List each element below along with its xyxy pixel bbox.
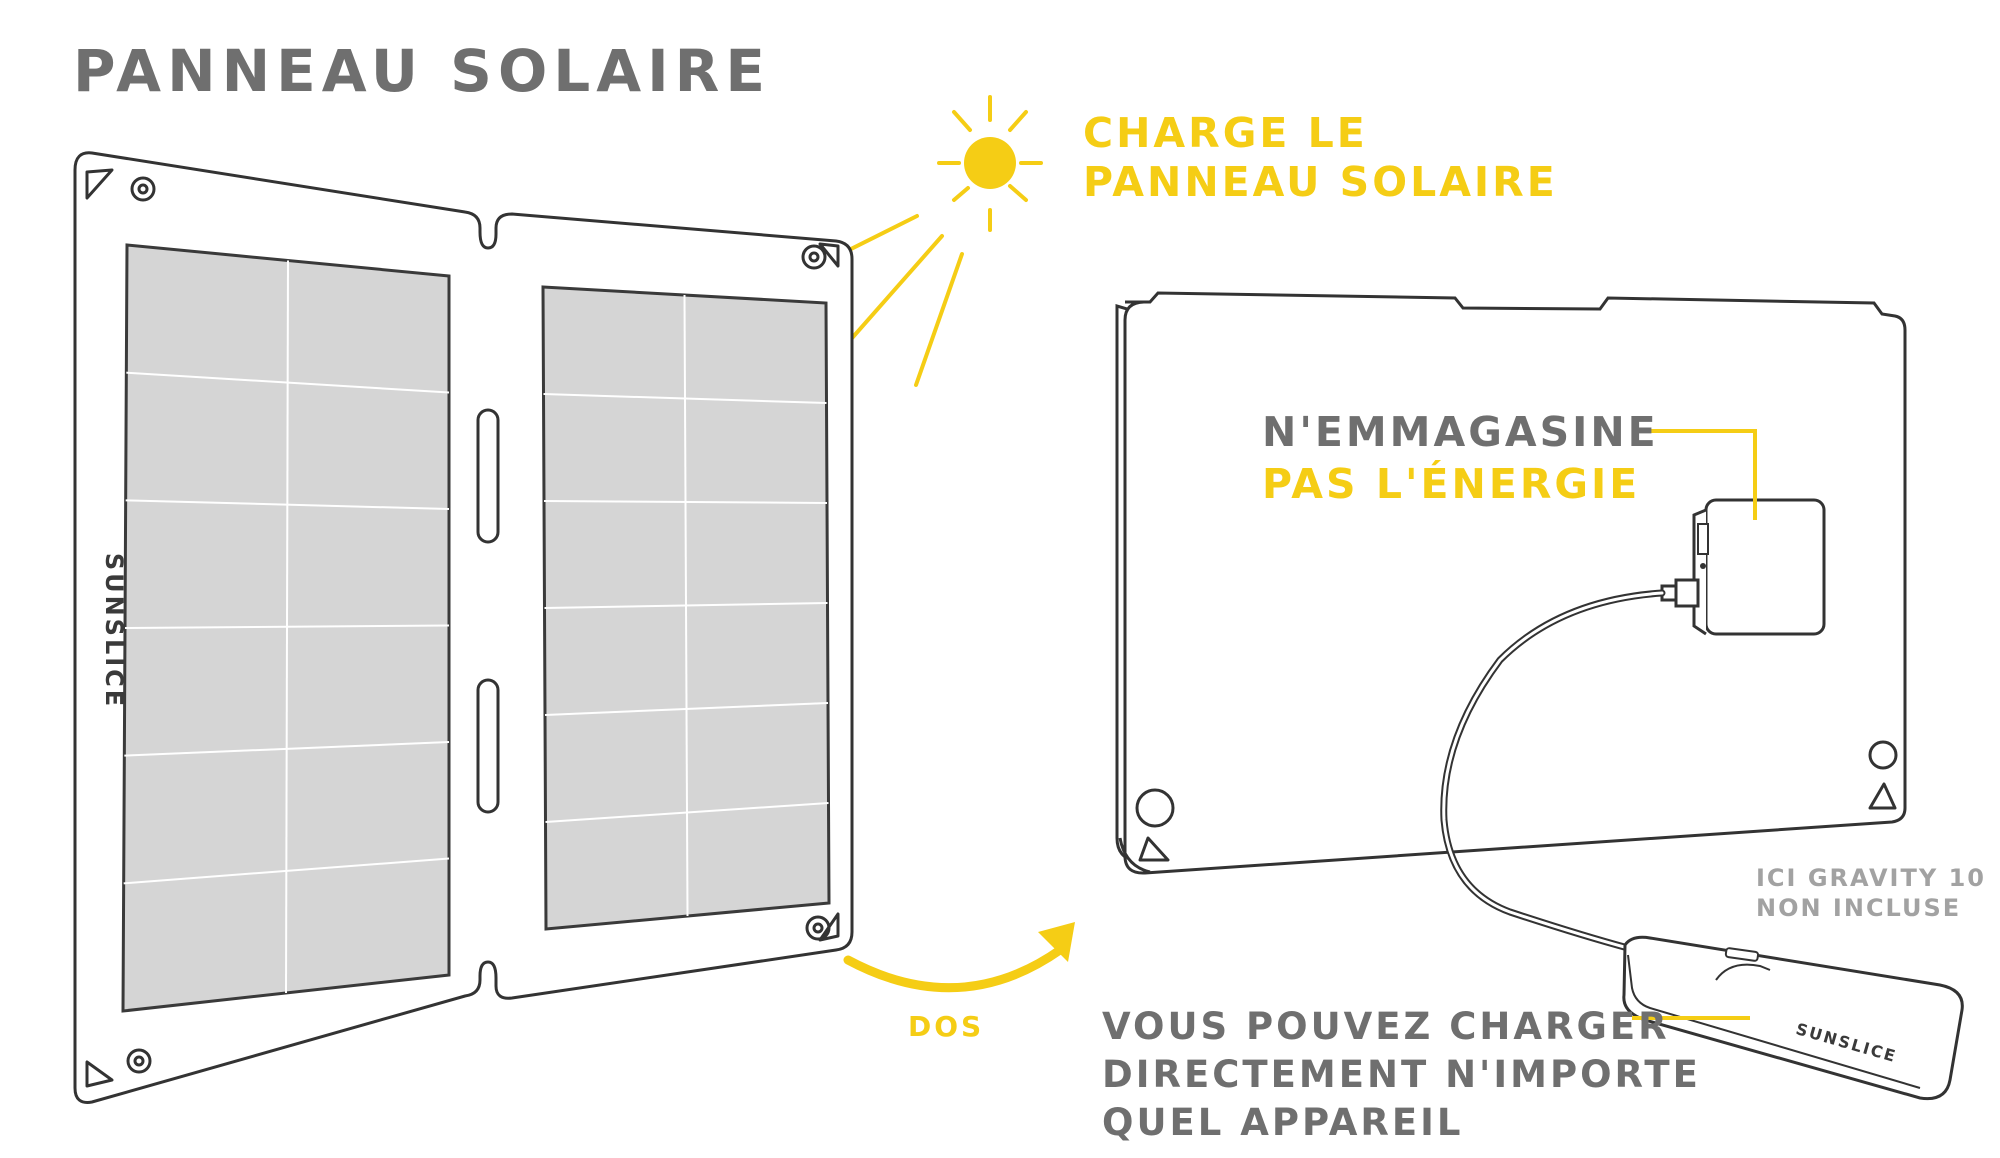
solar-panel-back bbox=[1115, 291, 1907, 952]
store-callout-line bbox=[1632, 429, 1757, 520]
back-label: DOS bbox=[908, 1010, 985, 1043]
panel-brand-logo: SUNSLICE bbox=[100, 553, 128, 709]
svg-text:SUNSLICE: SUNSLICE bbox=[100, 553, 128, 709]
grommet-icon bbox=[126, 176, 831, 1074]
panel-back-outline bbox=[1123, 291, 1907, 875]
store-label-line2: PAS L'ÉNERGIE bbox=[1262, 460, 1641, 508]
charge-label-line3: QUEL APPAREIL bbox=[1102, 1101, 1464, 1144]
handle-slot-bottom bbox=[476, 678, 500, 814]
solar-panel-front: SUNSLICE bbox=[73, 151, 854, 1104]
cell-column-divider bbox=[285, 260, 289, 994]
handle-slot-top bbox=[476, 408, 500, 544]
page-title: PANNEAU SOLAIRE bbox=[73, 37, 771, 105]
corner-notch-icon bbox=[85, 168, 840, 1088]
back-arrow bbox=[843, 922, 1075, 993]
charge-label-line1: VOUS POUVEZ CHARGER bbox=[1102, 1005, 1670, 1048]
gravity-label-line2: NON INCLUSE bbox=[1756, 894, 1962, 922]
corner-notch-icon bbox=[1138, 782, 1897, 862]
cells-left bbox=[121, 243, 451, 1013]
junction-box bbox=[1692, 498, 1826, 636]
sun-label-line1: CHARGE LE bbox=[1083, 109, 1368, 157]
power-bank: SUNSLICE bbox=[1622, 935, 1964, 1101]
cells-right bbox=[541, 285, 831, 931]
charge-label-line2: DIRECTEMENT N'IMPORTE bbox=[1102, 1053, 1701, 1096]
sun-label-line2: PANNEAU SOLAIRE bbox=[1083, 158, 1558, 206]
gravity-label-line1: ICI GRAVITY 10 bbox=[1756, 864, 1986, 892]
usb-port-icon bbox=[1697, 523, 1709, 555]
store-label-line1: N'EMMAGASINE bbox=[1262, 408, 1659, 456]
cell-column-divider bbox=[683, 294, 689, 917]
grommet-icon bbox=[1135, 740, 1898, 828]
callout-lines bbox=[1632, 429, 1757, 1020]
sun-icon bbox=[937, 95, 1043, 232]
